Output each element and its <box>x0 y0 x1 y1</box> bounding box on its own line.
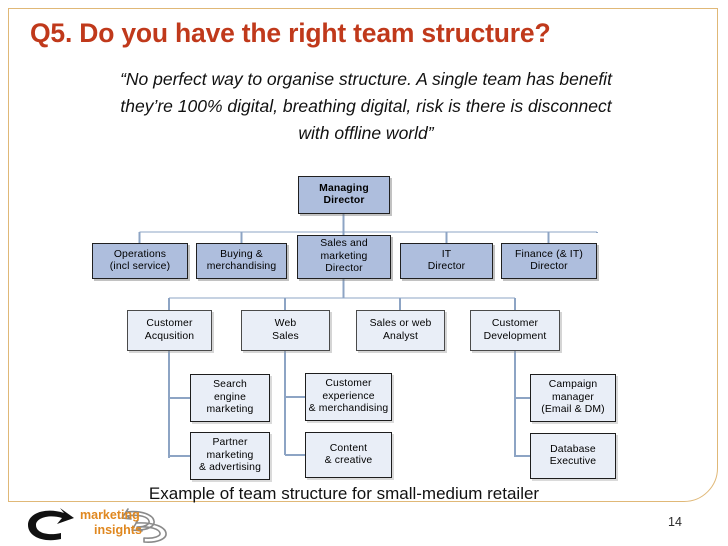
node-line: & merchandising <box>308 403 389 415</box>
node-it-director[interactable]: IT Director <box>400 243 493 279</box>
quote-line-2: they’re 100% digital, breathing digital,… <box>120 96 612 116</box>
node-line: Customer <box>146 318 193 329</box>
node-line: Buying & <box>220 248 263 260</box>
node-finance-it-director[interactable]: Finance (& IT) Director <box>501 243 597 279</box>
node-line: Customer <box>491 318 539 329</box>
logo-wordmark: marketing insights <box>80 508 142 538</box>
node-line: Director <box>427 261 466 272</box>
node-partner-marketing[interactable]: Partner marketing & advertising <box>190 432 270 480</box>
node-line: Operations <box>113 248 167 260</box>
node-line: & creative <box>324 455 373 466</box>
node-content-creative[interactable]: Content & creative <box>305 432 392 478</box>
node-line: & advertising <box>198 462 262 474</box>
node-line: Finance (& IT) <box>515 248 583 260</box>
node-campaign-manager[interactable]: Campaign manager (Email & DM) <box>530 374 616 422</box>
node-line: marketing <box>206 404 254 416</box>
node-line: Director <box>530 261 568 272</box>
node-line: IT <box>441 248 452 260</box>
logo-line-2: insights <box>94 523 142 537</box>
marketing-insights-logo: marketing insights <box>24 506 194 546</box>
page-title: Q5. Do you have the right team structure… <box>30 18 551 48</box>
node-operations[interactable]: Operations (incl service) <box>92 243 188 279</box>
node-customer-acqusition[interactable]: Customer Acqusition <box>127 310 212 351</box>
node-line: Content <box>329 442 368 454</box>
node-line: Partner <box>212 437 248 449</box>
node-line: Managing <box>319 182 369 194</box>
node-line: marketing <box>320 250 368 262</box>
node-line: Search <box>213 379 247 391</box>
node-line: Development <box>483 330 547 342</box>
node-line: Sales <box>272 330 299 342</box>
node-line: Customer <box>325 378 372 390</box>
node-customer-development[interactable]: Customer Development <box>470 310 560 351</box>
node-line: Analyst <box>382 330 419 342</box>
node-line: Director <box>325 263 363 275</box>
node-managing-director[interactable]: Managing Director <box>298 176 390 214</box>
quote-line-3: with offline world” <box>298 123 434 143</box>
node-line: (incl service) <box>109 261 171 272</box>
node-line: Director <box>323 195 365 206</box>
node-line: engine <box>213 391 247 403</box>
node-sales-or-web-analyst[interactable]: Sales or web Analyst <box>356 310 445 351</box>
node-line: merchandising <box>206 261 277 272</box>
node-search-engine-marketing[interactable]: Search engine marketing <box>190 374 270 422</box>
node-line: Web <box>274 318 297 329</box>
page-number: 14 <box>668 515 682 529</box>
node-line: experience <box>322 390 375 402</box>
quote-line-1: “No perfect way to organise structure. A… <box>120 69 612 89</box>
node-web-sales[interactable]: Web Sales <box>241 310 330 351</box>
node-line: (Email & DM) <box>541 404 605 416</box>
node-line: Campaign <box>548 379 598 391</box>
node-line: Executive <box>549 456 597 467</box>
node-customer-experience[interactable]: Customer experience & merchandising <box>305 373 392 421</box>
node-line: Sales or web <box>369 318 432 329</box>
node-sales-marketing-director[interactable]: Sales and marketing Director <box>297 235 391 279</box>
chart-caption: Example of team structure for small-medi… <box>148 484 540 503</box>
node-database-executive[interactable]: Database Executive <box>530 433 616 479</box>
logo-arrows-icon <box>28 508 167 543</box>
node-line: Sales and <box>320 238 368 250</box>
node-line: marketing <box>206 449 254 461</box>
node-line: Acqusition <box>144 330 195 342</box>
logo-line-1: marketing <box>80 508 140 522</box>
quote-block: “No perfect way to organise structure. A… <box>44 66 688 147</box>
node-buying-merchandising[interactable]: Buying & merchandising <box>196 243 287 279</box>
node-line: Database <box>550 443 596 455</box>
node-line: manager <box>551 391 595 403</box>
